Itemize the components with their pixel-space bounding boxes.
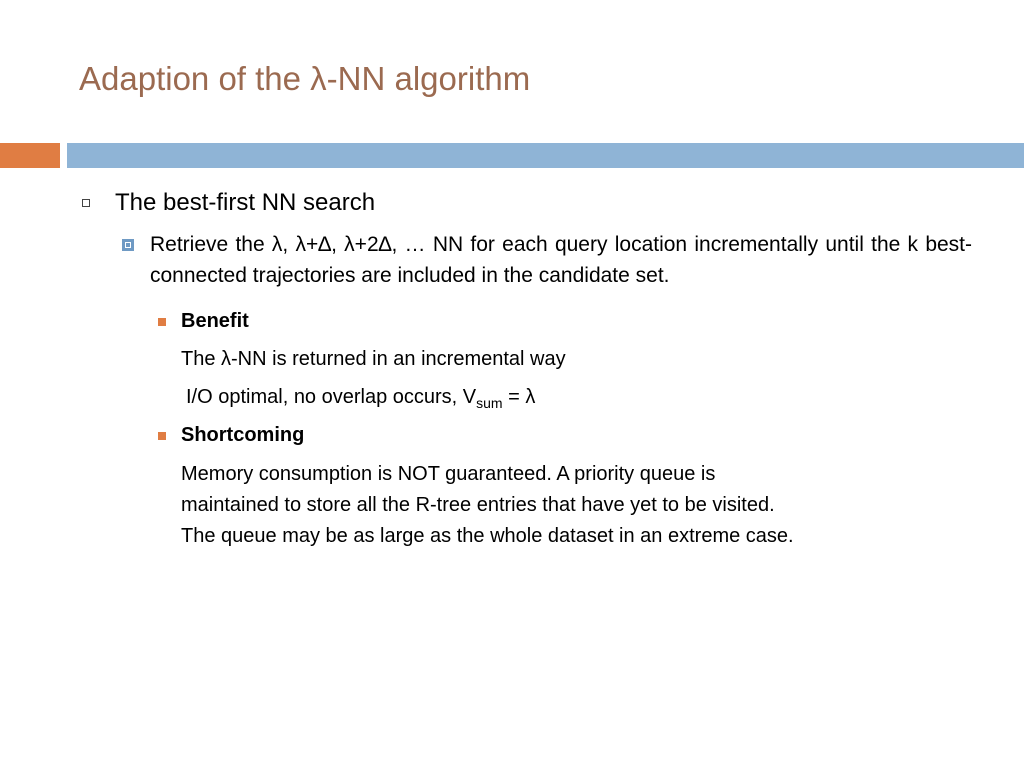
benefit-line-2-suffix: = λ [502, 386, 536, 408]
benefit-line-2: I/O optimal, no overlap occurs, Vsum = λ [186, 386, 535, 411]
shortcoming-label: Shortcoming [181, 424, 305, 446]
benefit-line-1: The λ-NN is returned in an incremental w… [181, 348, 566, 370]
filled-square-bullet-icon [158, 432, 166, 440]
hollow-square-bullet-icon [82, 199, 90, 207]
title-divider-bar [67, 143, 1024, 168]
slide-title: Adaption of the λ-NN algorithm [79, 60, 531, 97]
benefit-line-2-text: I/O optimal, no overlap occurs, V [186, 386, 477, 408]
shortcoming-line: maintained to store all the R-tree entri… [181, 494, 775, 516]
framed-square-bullet-icon [122, 239, 134, 251]
shortcoming-paragraph: Memory consumption is NOT guaranteed. A … [181, 459, 981, 552]
benefit-line-2-subscript: sum [476, 395, 503, 411]
shortcoming-line: Memory consumption is NOT guaranteed. A … [181, 463, 716, 485]
level2-text: Retrieve the λ, λ+∆, λ+2∆, … NN for each… [150, 233, 972, 287]
title-accent-bar [0, 143, 60, 168]
benefit-label: Benefit [181, 310, 249, 332]
shortcoming-line: The queue may be as large as the whole d… [181, 525, 794, 547]
bullet-level2: Retrieve the λ, λ+∆, λ+2∆, … NN for each… [122, 229, 972, 291]
filled-square-bullet-icon [158, 318, 166, 326]
level1-text: The best-first NN search [115, 189, 376, 216]
